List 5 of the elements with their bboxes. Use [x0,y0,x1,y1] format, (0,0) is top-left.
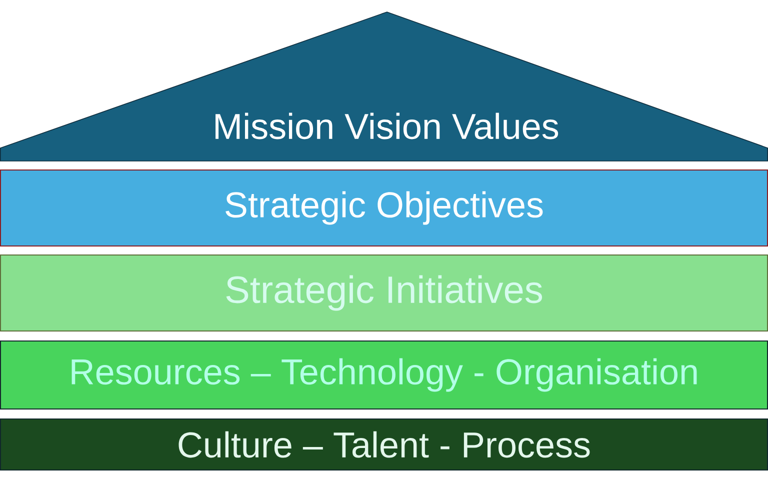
roof-triangle: Mission Vision Values [0,12,768,162]
layer-band: Strategic Objectives [0,170,768,246]
layer-band: Strategic Initiatives [0,254,768,332]
layer-band: Culture – Talent - Process [0,418,768,470]
layer-band: Resources – Technology - Organisation [0,340,768,410]
